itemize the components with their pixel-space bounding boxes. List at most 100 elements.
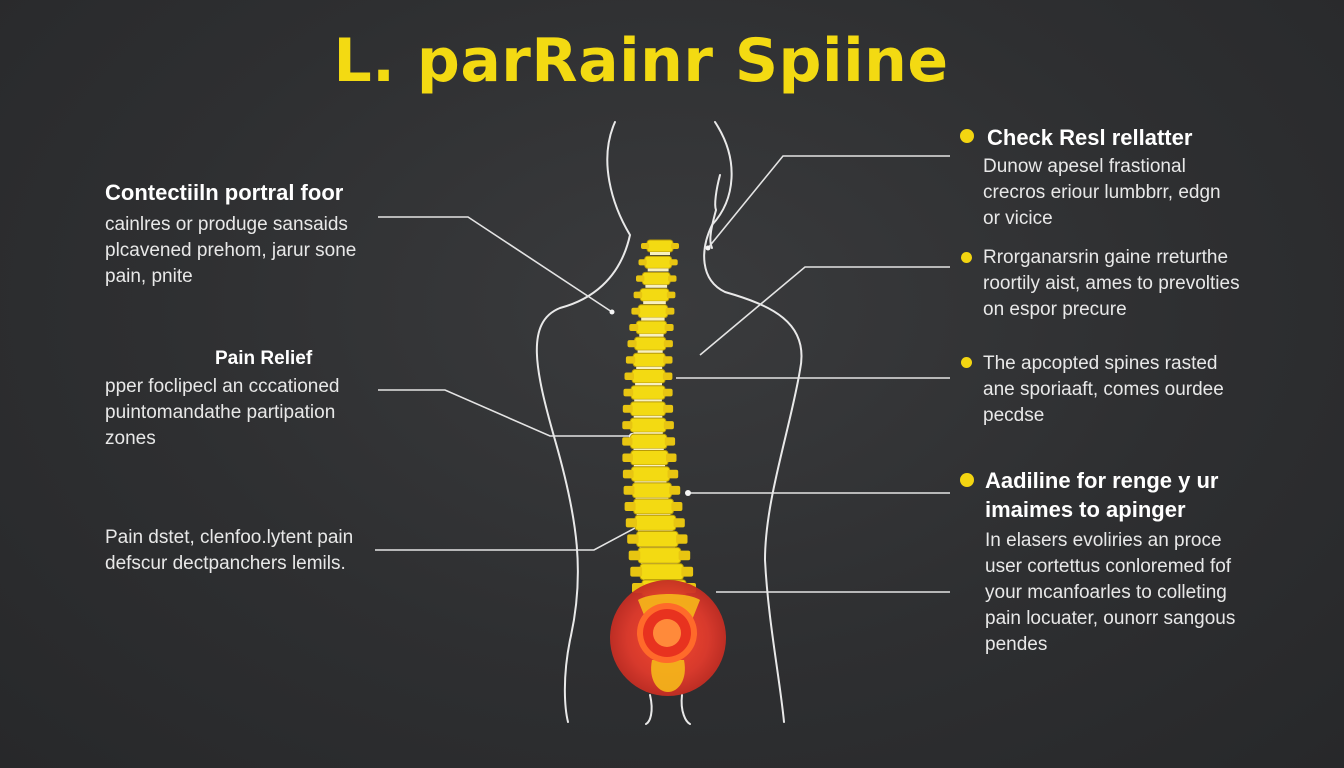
vertebra-process bbox=[663, 356, 673, 364]
vertebra-process bbox=[666, 453, 677, 462]
vertebra-process bbox=[628, 550, 641, 561]
left-annotation-1-heading: Contectiiln portral foor bbox=[105, 180, 344, 205]
vertebra bbox=[637, 547, 682, 564]
left-annotation-2: Pain Relief pper foclipecl an cccationed… bbox=[105, 348, 339, 452]
vertebra bbox=[635, 320, 668, 335]
vertebra bbox=[644, 255, 673, 269]
spinal-disc bbox=[641, 317, 665, 321]
right-annotation-1-line: Dunow apesel frastional bbox=[983, 156, 1186, 177]
spinal-disc bbox=[637, 350, 663, 354]
vertebra-process bbox=[623, 485, 635, 495]
vertebra bbox=[629, 417, 667, 433]
vertebra-process bbox=[671, 502, 683, 511]
right-annotation-4-line: pendes bbox=[985, 634, 1048, 655]
left-annotation-2-line: pper foclipecl an cccationed bbox=[105, 376, 340, 397]
left-annotation-3: Pain dstet, clenfoo.lytent pain defscur … bbox=[105, 525, 353, 577]
vertebra-process bbox=[636, 275, 645, 282]
right-annotation-1-line: crecros eriour lumbbrr, edgn bbox=[983, 182, 1221, 203]
spinal-disc bbox=[634, 399, 662, 403]
spinal-disc bbox=[650, 252, 670, 255]
spinal-disc bbox=[636, 366, 663, 370]
vertebra-process bbox=[664, 437, 676, 446]
vertebra-process bbox=[663, 340, 673, 348]
right-annotation-4-line: user cortettus conloremed fof bbox=[985, 556, 1232, 577]
connector-lines bbox=[375, 155, 950, 593]
vertebra bbox=[641, 271, 671, 286]
right-annotation-3-line: pecdse bbox=[983, 405, 1045, 426]
vertebra-process bbox=[673, 518, 685, 528]
bullet-icon bbox=[960, 129, 974, 143]
vertebra bbox=[630, 433, 668, 450]
right-annotation-2-line: on espor precure bbox=[983, 299, 1127, 320]
spine-vertebrae bbox=[622, 239, 696, 599]
vertebra bbox=[631, 369, 666, 384]
left-annotation-3-line: Pain dstet, clenfoo.lytent pain bbox=[105, 527, 354, 548]
vertebra-process bbox=[625, 356, 636, 364]
vertebra-process bbox=[666, 291, 676, 299]
vertebra-process bbox=[624, 372, 634, 380]
vertebra bbox=[633, 498, 674, 515]
vertebra-process bbox=[668, 275, 677, 282]
right-annotation-1: Check Resl rellatter Dunow apesel frasti… bbox=[983, 123, 1221, 232]
vertebra-process bbox=[663, 421, 674, 430]
right-annotation-4-line: your mcanfoarles to colleting bbox=[985, 582, 1227, 603]
right-annotation-3: The apcopted spines rasted ane sporiaaft… bbox=[983, 351, 1224, 429]
vertebra bbox=[630, 385, 666, 400]
left-annotation-2-line: puintomandathe partipation bbox=[105, 402, 336, 423]
right-annotation-4-line: In elasers evoliries an proce bbox=[985, 530, 1222, 551]
vertebra-process bbox=[664, 324, 674, 331]
vertebra-process bbox=[622, 421, 633, 430]
vertebra bbox=[636, 530, 679, 548]
vertebra bbox=[639, 288, 670, 302]
vertebra-process bbox=[669, 485, 681, 495]
right-annotation-2-line: roortily aist, ames to prevolties bbox=[983, 273, 1240, 294]
vertebra-process bbox=[629, 324, 639, 331]
vertebra bbox=[637, 304, 669, 319]
left-annotation-3-line: defscur dectpanchers lemils. bbox=[105, 553, 346, 574]
vertebra-process bbox=[625, 518, 637, 528]
vertebra-process bbox=[622, 437, 633, 446]
bullet-icon bbox=[960, 473, 974, 487]
left-annotation-2-heading: Pain Relief bbox=[215, 348, 313, 369]
right-annotation-1-line: or vicice bbox=[983, 208, 1053, 229]
vertebra-process bbox=[669, 259, 678, 266]
right-annotation-3-line: The apcopted spines rasted bbox=[983, 353, 1218, 374]
right-annotation-4-heading: Aadiline for renge y ur bbox=[985, 468, 1219, 493]
vertebra bbox=[630, 450, 669, 466]
vertebra-process bbox=[663, 404, 674, 413]
right-annotation-4: Aadiline for renge y ur imaimes to aping… bbox=[985, 466, 1235, 658]
spinal-disc bbox=[639, 333, 664, 337]
vertebra-process bbox=[671, 243, 679, 249]
bullet-icon bbox=[961, 357, 972, 368]
vertebra-process bbox=[622, 453, 633, 462]
vertebra bbox=[646, 239, 674, 253]
spinal-disc bbox=[633, 432, 663, 436]
vertebra bbox=[639, 563, 684, 581]
vertebra-process bbox=[638, 259, 647, 266]
vertebra-process bbox=[662, 388, 673, 397]
left-annotation-1: Contectiiln portral foor cainlres or pro… bbox=[105, 180, 356, 290]
vertebra bbox=[634, 336, 667, 351]
spinal-disc bbox=[647, 268, 669, 272]
diagram-title: L. parRainr Spiine bbox=[333, 26, 949, 96]
left-annotation-1-line: pain, pnite bbox=[105, 266, 193, 287]
left-annotation-1-line: plcavened prehom, jarur sone bbox=[105, 240, 357, 261]
right-annotation-2-line: Rrorganarsrin gaine rreturthe bbox=[983, 247, 1229, 268]
right-annotation-4-heading: imaimes to apinger bbox=[985, 497, 1186, 522]
spinal-disc bbox=[635, 383, 662, 386]
vertebra-process bbox=[681, 566, 694, 577]
right-annotation-1-heading: Check Resl rellatter bbox=[987, 125, 1193, 150]
vertebra-process bbox=[641, 243, 649, 249]
vertebra-process bbox=[633, 291, 643, 299]
spinal-disc bbox=[645, 284, 668, 288]
vertebra-process bbox=[630, 566, 643, 577]
spinal-disc bbox=[633, 415, 663, 419]
vertebra-process bbox=[623, 388, 634, 397]
right-annotation-4-line: pain locuater, ounorr sangous bbox=[985, 608, 1236, 629]
vertebra-process bbox=[627, 340, 637, 348]
vertebra-process bbox=[662, 372, 673, 380]
vertebra-process bbox=[627, 534, 639, 544]
vertebra-process bbox=[622, 469, 634, 479]
left-annotation-1-line: cainlres or produge sansaids bbox=[105, 214, 348, 235]
